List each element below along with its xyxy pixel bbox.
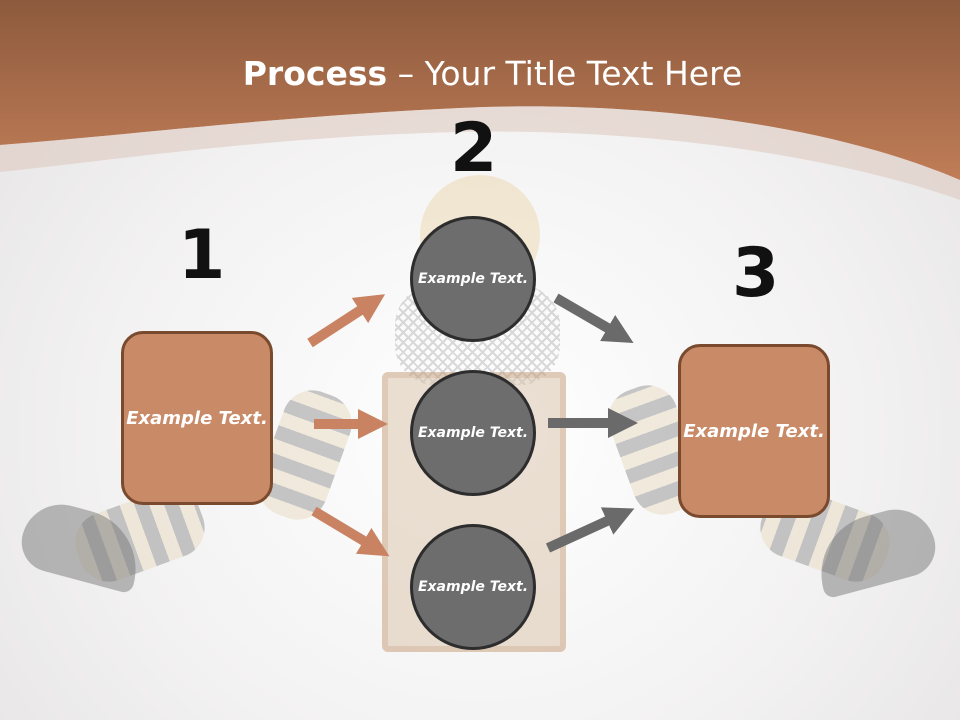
arrow-circle-1-to-3 xyxy=(553,293,634,344)
circle-3-text: Example Text. xyxy=(417,578,529,595)
arrow-1-to-circle-3 xyxy=(311,506,390,557)
step-number-3: 3 xyxy=(732,234,780,313)
circle-1: Example Text. xyxy=(410,216,536,342)
header-band xyxy=(0,0,960,200)
step-3-box: Example Text. xyxy=(678,344,830,518)
step-3-text: Example Text. xyxy=(683,420,825,442)
step-number-1: 1 xyxy=(178,216,226,295)
circle-1-text: Example Text. xyxy=(417,270,529,287)
circle-2: Example Text. xyxy=(410,370,536,496)
step-1-text: Example Text. xyxy=(126,407,268,429)
title-rest: – Your Title Text Here xyxy=(387,54,743,93)
step-number-2: 2 xyxy=(450,109,498,188)
circle-2-text: Example Text. xyxy=(417,424,529,441)
step-1-box: Example Text. xyxy=(121,331,273,505)
page-title: Process – Your Title Text Here xyxy=(0,54,960,93)
circle-3: Example Text. xyxy=(410,524,536,650)
arrow-1-to-circle-1 xyxy=(307,294,386,348)
arrow-circle-3-to-3 xyxy=(545,507,635,553)
title-bold: Process xyxy=(242,54,388,93)
